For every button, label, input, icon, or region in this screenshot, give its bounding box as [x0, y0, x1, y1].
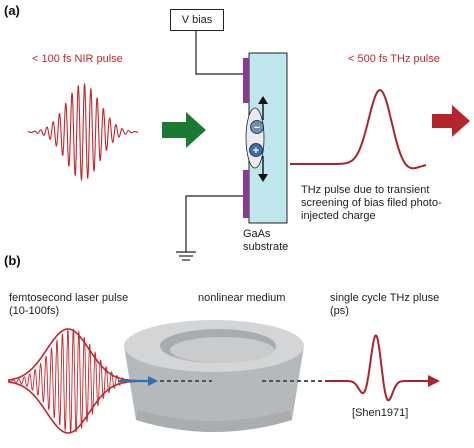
bottom-electrode — [243, 170, 249, 218]
laser-label-line-1: femtosecond laser pulse — [9, 292, 129, 304]
minus-sign: − — [254, 122, 260, 134]
nonlinear-medium-cylinder — [124, 320, 304, 432]
medium-label: nonlinear medium — [198, 292, 286, 304]
substrate-label-line-2: substrate — [243, 241, 289, 253]
thz-label-line-1: single cycle THz pluse — [330, 292, 440, 304]
field-arrows — [258, 96, 268, 182]
thz-pulse-waveform — [290, 89, 427, 170]
citation-label: [Shen1971] — [352, 407, 409, 419]
nir-pulse-label: < 100 fs NIR pulse — [32, 53, 123, 65]
laser-pulse-waveform — [8, 328, 136, 434]
thz-output-arrowhead — [428, 375, 440, 387]
v-bias-box: V bias — [170, 9, 224, 31]
plus-sign: + — [253, 145, 259, 157]
caption-line-3: injected charge — [301, 210, 376, 222]
caption-line-2: screening of bias filed photo- — [301, 197, 442, 209]
laser-label-line-2: (10-100fs) — [9, 305, 60, 317]
thz-label-line-2: (ps) — [330, 305, 349, 317]
excited-region — [245, 107, 265, 169]
caption-line-1: THz pulse due to transient — [301, 184, 430, 196]
red-arrow-icon — [432, 105, 470, 137]
ground-icon — [176, 251, 196, 261]
green-arrow-icon — [162, 112, 206, 148]
hole-charge — [249, 143, 263, 157]
electron-charge — [250, 120, 264, 134]
substrate-label-line-1: GaAs — [243, 228, 271, 240]
thz-pulse-label: < 500 fs THz pulse — [348, 53, 440, 65]
top-electrode — [243, 58, 249, 103]
panel-b-label: (b) — [4, 253, 21, 268]
bias-wiring — [185, 31, 243, 252]
panel-a-label: (a) — [4, 3, 20, 18]
single-cycle-thz-waveform — [326, 334, 430, 402]
nir-pulse-waveform — [28, 82, 138, 182]
laser-beam-arrow — [118, 376, 158, 386]
